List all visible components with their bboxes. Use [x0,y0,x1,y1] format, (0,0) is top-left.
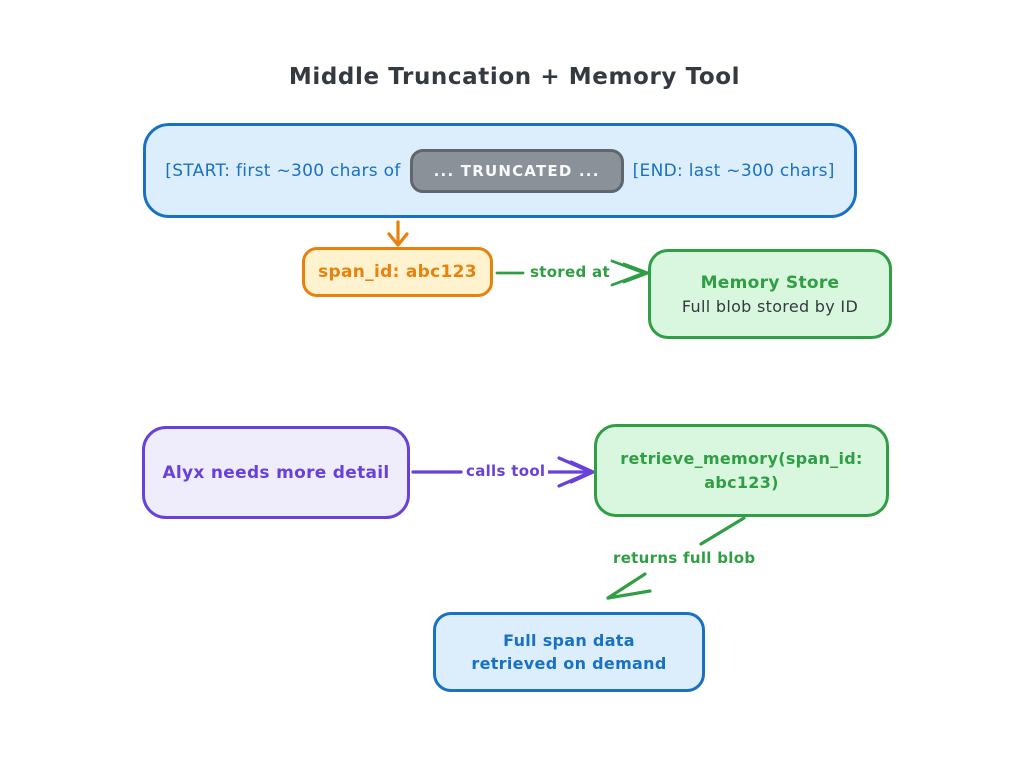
span-id-label: span_id: abc123 [318,262,477,282]
truncation-to-spanid-arrow [387,220,409,247]
returns-full-blob-edge-label: returns full blob [610,549,759,567]
result-node: Full span data retrieved on demand [433,612,705,692]
truncation-node: [START: first ~300 chars of ... TRUNCATE… [143,123,857,218]
stored-at-edge-label: stored at [527,263,613,281]
retrieve-memory-label: retrieve_memory(span_id: abc123) [620,449,863,492]
alyx-node: Alyx needs more detail [142,426,410,519]
truncated-chip: ... TRUNCATED ... [409,148,624,193]
span-id-node: span_id: abc123 [302,247,493,297]
memory-store-subtitle: Full blob stored by ID [681,296,859,316]
memory-store-title: Memory Store [700,272,840,293]
alyx-label: Alyx needs more detail [162,462,390,483]
truncation-start-label: [START: first ~300 chars of [165,160,401,181]
diagram-title: Middle Truncation + Memory Tool [288,64,741,90]
result-label: Full span data retrieved on demand [471,630,667,673]
memory-store-node: Memory Store Full blob stored by ID [648,249,892,339]
retrieve-memory-node: retrieve_memory(span_id: abc123) [594,424,889,517]
calls-tool-edge-label: calls tool [463,462,549,480]
truncation-end-label: [END: last ~300 chars] [632,160,835,181]
